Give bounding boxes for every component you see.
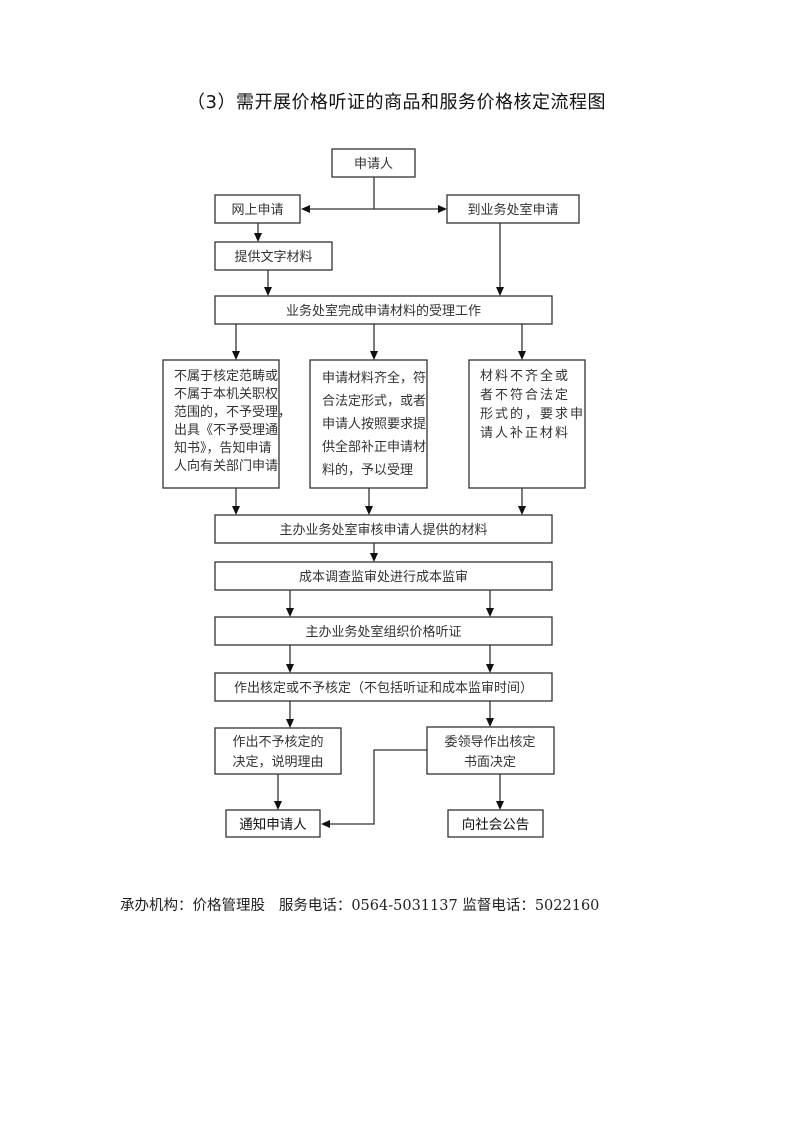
arrowhead-down <box>496 287 504 296</box>
arrowhead-left <box>321 820 330 828</box>
node-accept: 申请材料齐全，符合法定形式，或者申请人按照要求提供全部补正申请材料的，予以受理 <box>309 359 428 489</box>
node-label: 材料不齐全或者不符合法定形式的，要求申请人补正材料 <box>480 368 585 441</box>
node-decision: 作出核定或不予核定（不包括听证和成本监审时间） <box>214 672 553 702</box>
arrowhead-down <box>286 664 294 673</box>
node-label-line: 作出不予核定的 <box>232 734 323 750</box>
arrowhead-down <box>232 506 240 515</box>
node-online-apply: 网上申请 <box>214 194 301 224</box>
node-label: 提供文字材料 <box>234 249 312 265</box>
node-label-line: 不属于核定范畴或 <box>174 368 278 384</box>
node-no-approval: 作出不予核定的决定，说明理由 <box>214 727 342 775</box>
node-label-line: 出具《不予受理通 <box>174 423 278 438</box>
arrowhead-down <box>486 718 494 727</box>
arrowhead-down <box>274 801 282 810</box>
arrowhead-down <box>232 351 240 360</box>
node-label-line: 合法定形式，或者 <box>322 394 426 409</box>
arrowhead-down <box>254 233 262 242</box>
node-applicant: 申请人 <box>331 148 416 178</box>
arrowhead-down <box>365 506 373 515</box>
arrowhead-down <box>496 801 504 810</box>
arrowhead-down <box>264 287 272 296</box>
node-label-line: 决定，说明理由 <box>232 755 323 770</box>
org-label: 承办机构： <box>120 898 193 914</box>
arrowhead-down <box>370 351 378 360</box>
node-label: 主办业务处室审核申请人提供的材料 <box>279 522 487 538</box>
node-office-apply: 到业务处室申请 <box>446 194 580 224</box>
node-label-line: 供全部补正申请材 <box>322 439 426 455</box>
connector-committee-notify <box>328 749 427 825</box>
node-label-line: 料的，予以受理 <box>322 462 413 478</box>
supervise-phone-label: 监督电话： <box>462 898 535 914</box>
node-label: 业务处室完成申请材料的受理工作 <box>286 303 481 319</box>
org-value: 价格管理股 <box>192 898 266 914</box>
node-label: 申请材料齐全，符合法定形式，或者申请人按照要求提供全部补正申请材料的，予以受理 <box>322 370 426 478</box>
supervise-phone-value: 5022160 <box>534 898 600 914</box>
node-label: 作出不予核定的决定，说明理由 <box>232 734 323 770</box>
node-supplement: 材料不齐全或者不符合法定形式的，要求申请人补正材料 <box>468 359 586 489</box>
service-phone-value: 0564-5031137 <box>351 898 458 914</box>
node-label: 向社会公告 <box>462 817 530 833</box>
node-announce: 向社会公告 <box>447 809 544 838</box>
node-label: 不属于核定范畴或不属于本机关职权范围的，不予受理， 出具《不予受理通知书》，告知申… <box>174 368 291 474</box>
node-committee: 委领导作出核定书面决定 <box>426 726 555 775</box>
node-label-line: 不属于本机关职权 <box>174 386 278 402</box>
node-provide-docs: 提供文字材料 <box>214 241 333 271</box>
node-label-line: 申请材料齐全，符 <box>322 370 426 386</box>
arrowhead-left <box>301 205 310 213</box>
service-phone-label: 服务电话： <box>278 898 352 914</box>
connectors <box>235 177 523 825</box>
node-notify: 通知申请人 <box>225 809 321 838</box>
arrowhead-down <box>286 719 294 728</box>
node-label: 网上申请 <box>231 203 283 218</box>
footer: 承办机构：价格管理股 服务电话：0564-5031137 监督电话：502216… <box>120 894 599 915</box>
node-label-line: 申请人按照要求提 <box>322 416 426 432</box>
node-acceptance: 业务处室完成申请材料的受理工作 <box>214 295 553 325</box>
node-label-line: 者不符合法定 <box>480 387 570 403</box>
node-label-line: 范围的，不予受理， <box>174 404 291 420</box>
node-label-line: 材料不齐全或 <box>480 368 570 384</box>
node-label-line: 人向有关部门申请 <box>174 458 278 474</box>
arrowhead-down <box>518 506 526 515</box>
node-label-line: 委领导作出核定 <box>444 735 535 750</box>
node-label: 委领导作出核定书面决定 <box>444 735 535 770</box>
node-label: 成本调查监审处进行成本监审 <box>299 570 468 585</box>
node-label: 通知申请人 <box>239 816 307 833</box>
arrowheads <box>232 205 526 828</box>
node-label: 申请人 <box>354 157 393 172</box>
node-label-line: 知书》，告知申请 <box>174 440 272 456</box>
node-label: 主办业务处室组织价格听证 <box>305 624 461 640</box>
node-review: 主办业务处室审核申请人提供的材料 <box>214 514 553 544</box>
node-reject: 不属于核定范畴或不属于本机关职权范围的，不予受理， 出具《不予受理通知书》，告知申… <box>162 359 291 489</box>
node-label-line: 书面决定 <box>464 755 516 770</box>
arrowhead-down <box>286 608 294 617</box>
node-hearing: 主办业务处室组织价格听证 <box>214 616 553 646</box>
node-label-line: 请人补正材料 <box>480 426 570 441</box>
node-label: 作出核定或不予核定（不包括听证和成本监审时间） <box>234 681 533 696</box>
page-title: （3）需开展价格听证的商品和服务价格核定流程图 <box>187 92 606 113</box>
node-label-line: 形式的，要求申 <box>480 406 585 422</box>
node-label: 到业务处室申请 <box>467 202 558 218</box>
arrowhead-down <box>486 664 494 673</box>
node-cost-audit: 成本调查监审处进行成本监审 <box>214 561 553 591</box>
arrowhead-down <box>486 608 494 617</box>
arrowhead-down <box>370 553 378 562</box>
arrowhead-right <box>438 205 447 213</box>
arrowhead-down <box>518 351 526 360</box>
